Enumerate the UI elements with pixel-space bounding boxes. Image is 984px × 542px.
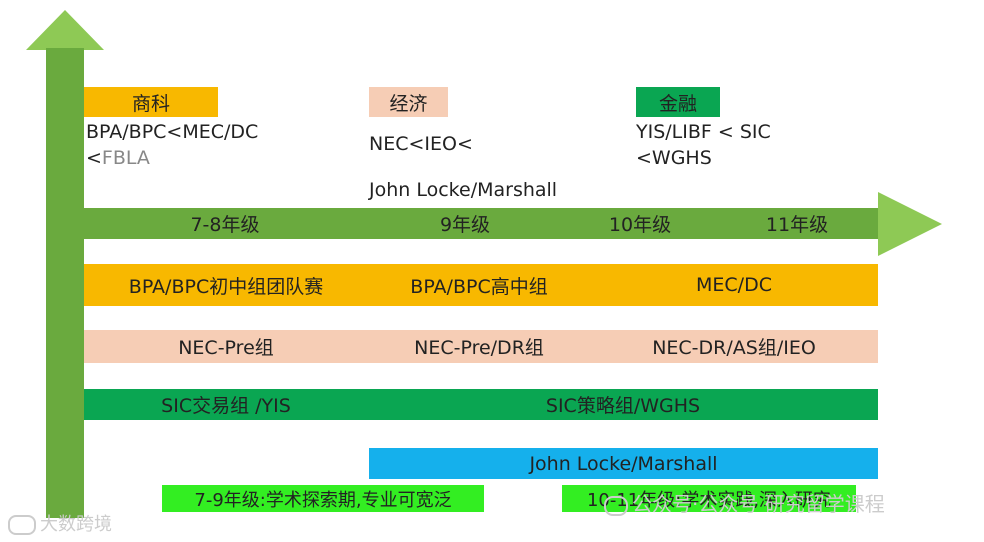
finance-band: SIC交易组 /YIS SIC策略组/WGHS <box>84 389 878 420</box>
grade-label-10: 10年级 <box>608 214 672 236</box>
watermark-right-text: 公众号·公众号 研究留学课程 <box>632 492 885 516</box>
category-tag-economics-label: 经济 <box>389 92 428 115</box>
business-competitions-line-2: <FBLA <box>86 146 150 170</box>
category-tag-business: 商科 <box>84 87 218 117</box>
grade-label-7-8: 7-8年级 <box>190 214 260 236</box>
finance-competitions-line-1: YIS/LIBF < SIC <box>636 121 771 143</box>
business-band-junior: BPA/BPC初中组团队赛 <box>128 275 324 298</box>
business-band-senior: BPA/BPC高中组 <box>410 275 548 298</box>
economics-band-pre: NEC-Pre组 <box>178 337 274 359</box>
grade-label-9: 9年级 <box>439 214 491 236</box>
watermark-left: 大数跨境 <box>8 510 112 536</box>
business-band: BPA/BPC初中组团队赛 BPA/BPC高中组 MEC/DC <box>84 264 878 306</box>
wechat-icon <box>604 495 628 516</box>
finance-band-trading: SIC交易组 /YIS <box>161 395 291 417</box>
category-tag-economics: 经济 <box>369 87 448 117</box>
business-competitions-fbla: FBLA <box>101 147 150 169</box>
watermark-left-text: 大数跨境 <box>40 514 112 535</box>
economics-competitions-line-2: John Locke/Marshall <box>369 179 558 201</box>
watermark-left-icon <box>8 515 36 535</box>
economics-band: NEC-Pre组 NEC-Pre/DR组 NEC-DR/AS组/IEO <box>84 330 878 363</box>
timeline-bar <box>84 208 878 239</box>
vertical-axis-bar <box>46 48 84 518</box>
finance-band-strategy: SIC策略组/WGHS <box>545 395 701 417</box>
phase-exploration: 7-9年级:学术探索期,专业可宽泛 <box>162 485 484 512</box>
vertical-arrow-head <box>26 10 104 50</box>
economics-band-dr-as: NEC-DR/AS组/IEO <box>652 337 816 359</box>
economics-band-pre-dr: NEC-Pre/DR组 <box>414 337 544 359</box>
business-competitions-line-1: BPA/BPC<MEC/DC <box>86 121 259 143</box>
category-tag-business-label: 商科 <box>131 92 170 115</box>
essay-band: John Locke/Marshall <box>369 448 878 479</box>
timeline-arrow-head <box>878 192 942 256</box>
watermark-right: 公众号·公众号 研究留学课程 <box>604 488 885 517</box>
category-tag-finance-label: 金融 <box>658 92 697 115</box>
economics-competitions-line-1: NEC<IEO< <box>369 133 473 155</box>
business-band-mec: MEC/DC <box>696 274 772 296</box>
finance-competitions-line-2: <WGHS <box>636 147 712 169</box>
grade-label-11: 11年级 <box>765 214 829 236</box>
category-tag-finance: 金融 <box>636 87 720 117</box>
business-competitions-prefix: < <box>86 147 102 169</box>
